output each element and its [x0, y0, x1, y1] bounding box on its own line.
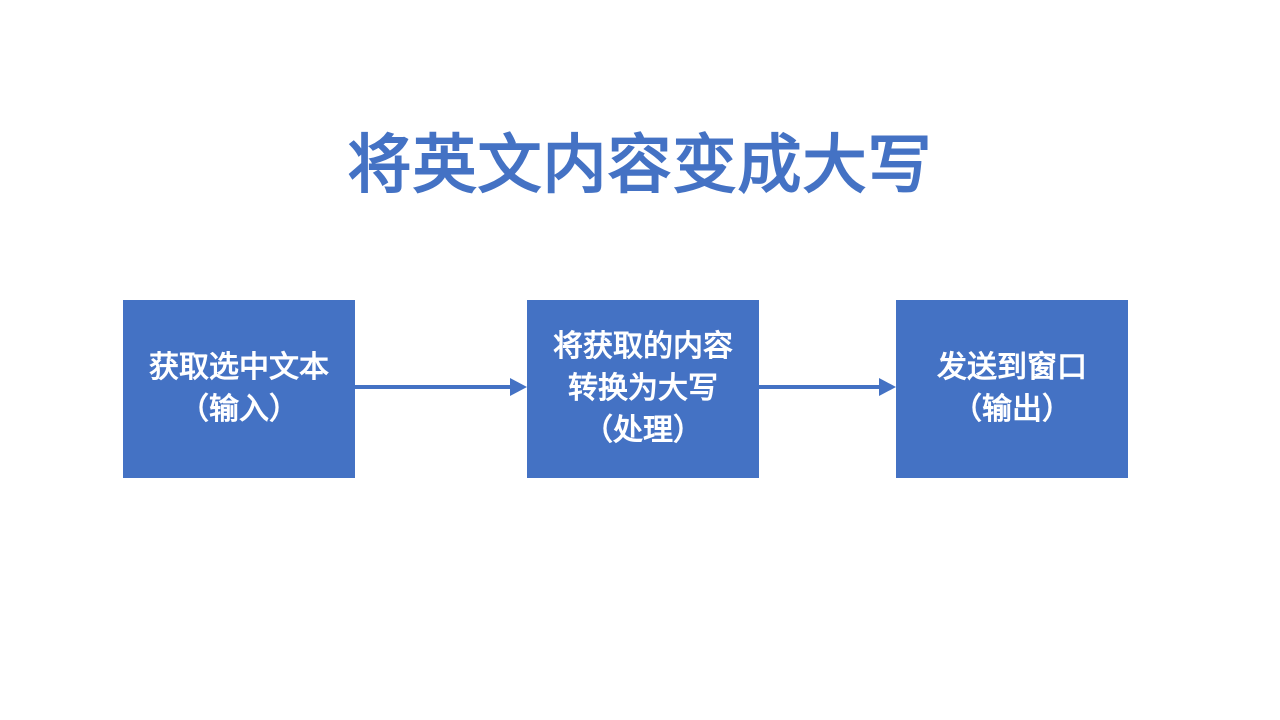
arrow-connector-1	[355, 378, 527, 396]
slide-title: 将英文内容变成大写	[347, 129, 933, 201]
arrow-shaft	[759, 385, 879, 389]
arrow-head-right-icon	[879, 378, 896, 396]
flow-step-output: 发送到窗口 （输出）	[896, 300, 1128, 478]
arrow-shaft	[355, 385, 510, 389]
arrow-connector-2	[759, 378, 896, 396]
flow-step-input: 获取选中文本 （输入）	[123, 300, 355, 478]
arrow-head-right-icon	[510, 378, 527, 396]
flow-step-process: 将获取的内容 转换为大写 （处理）	[527, 300, 759, 478]
